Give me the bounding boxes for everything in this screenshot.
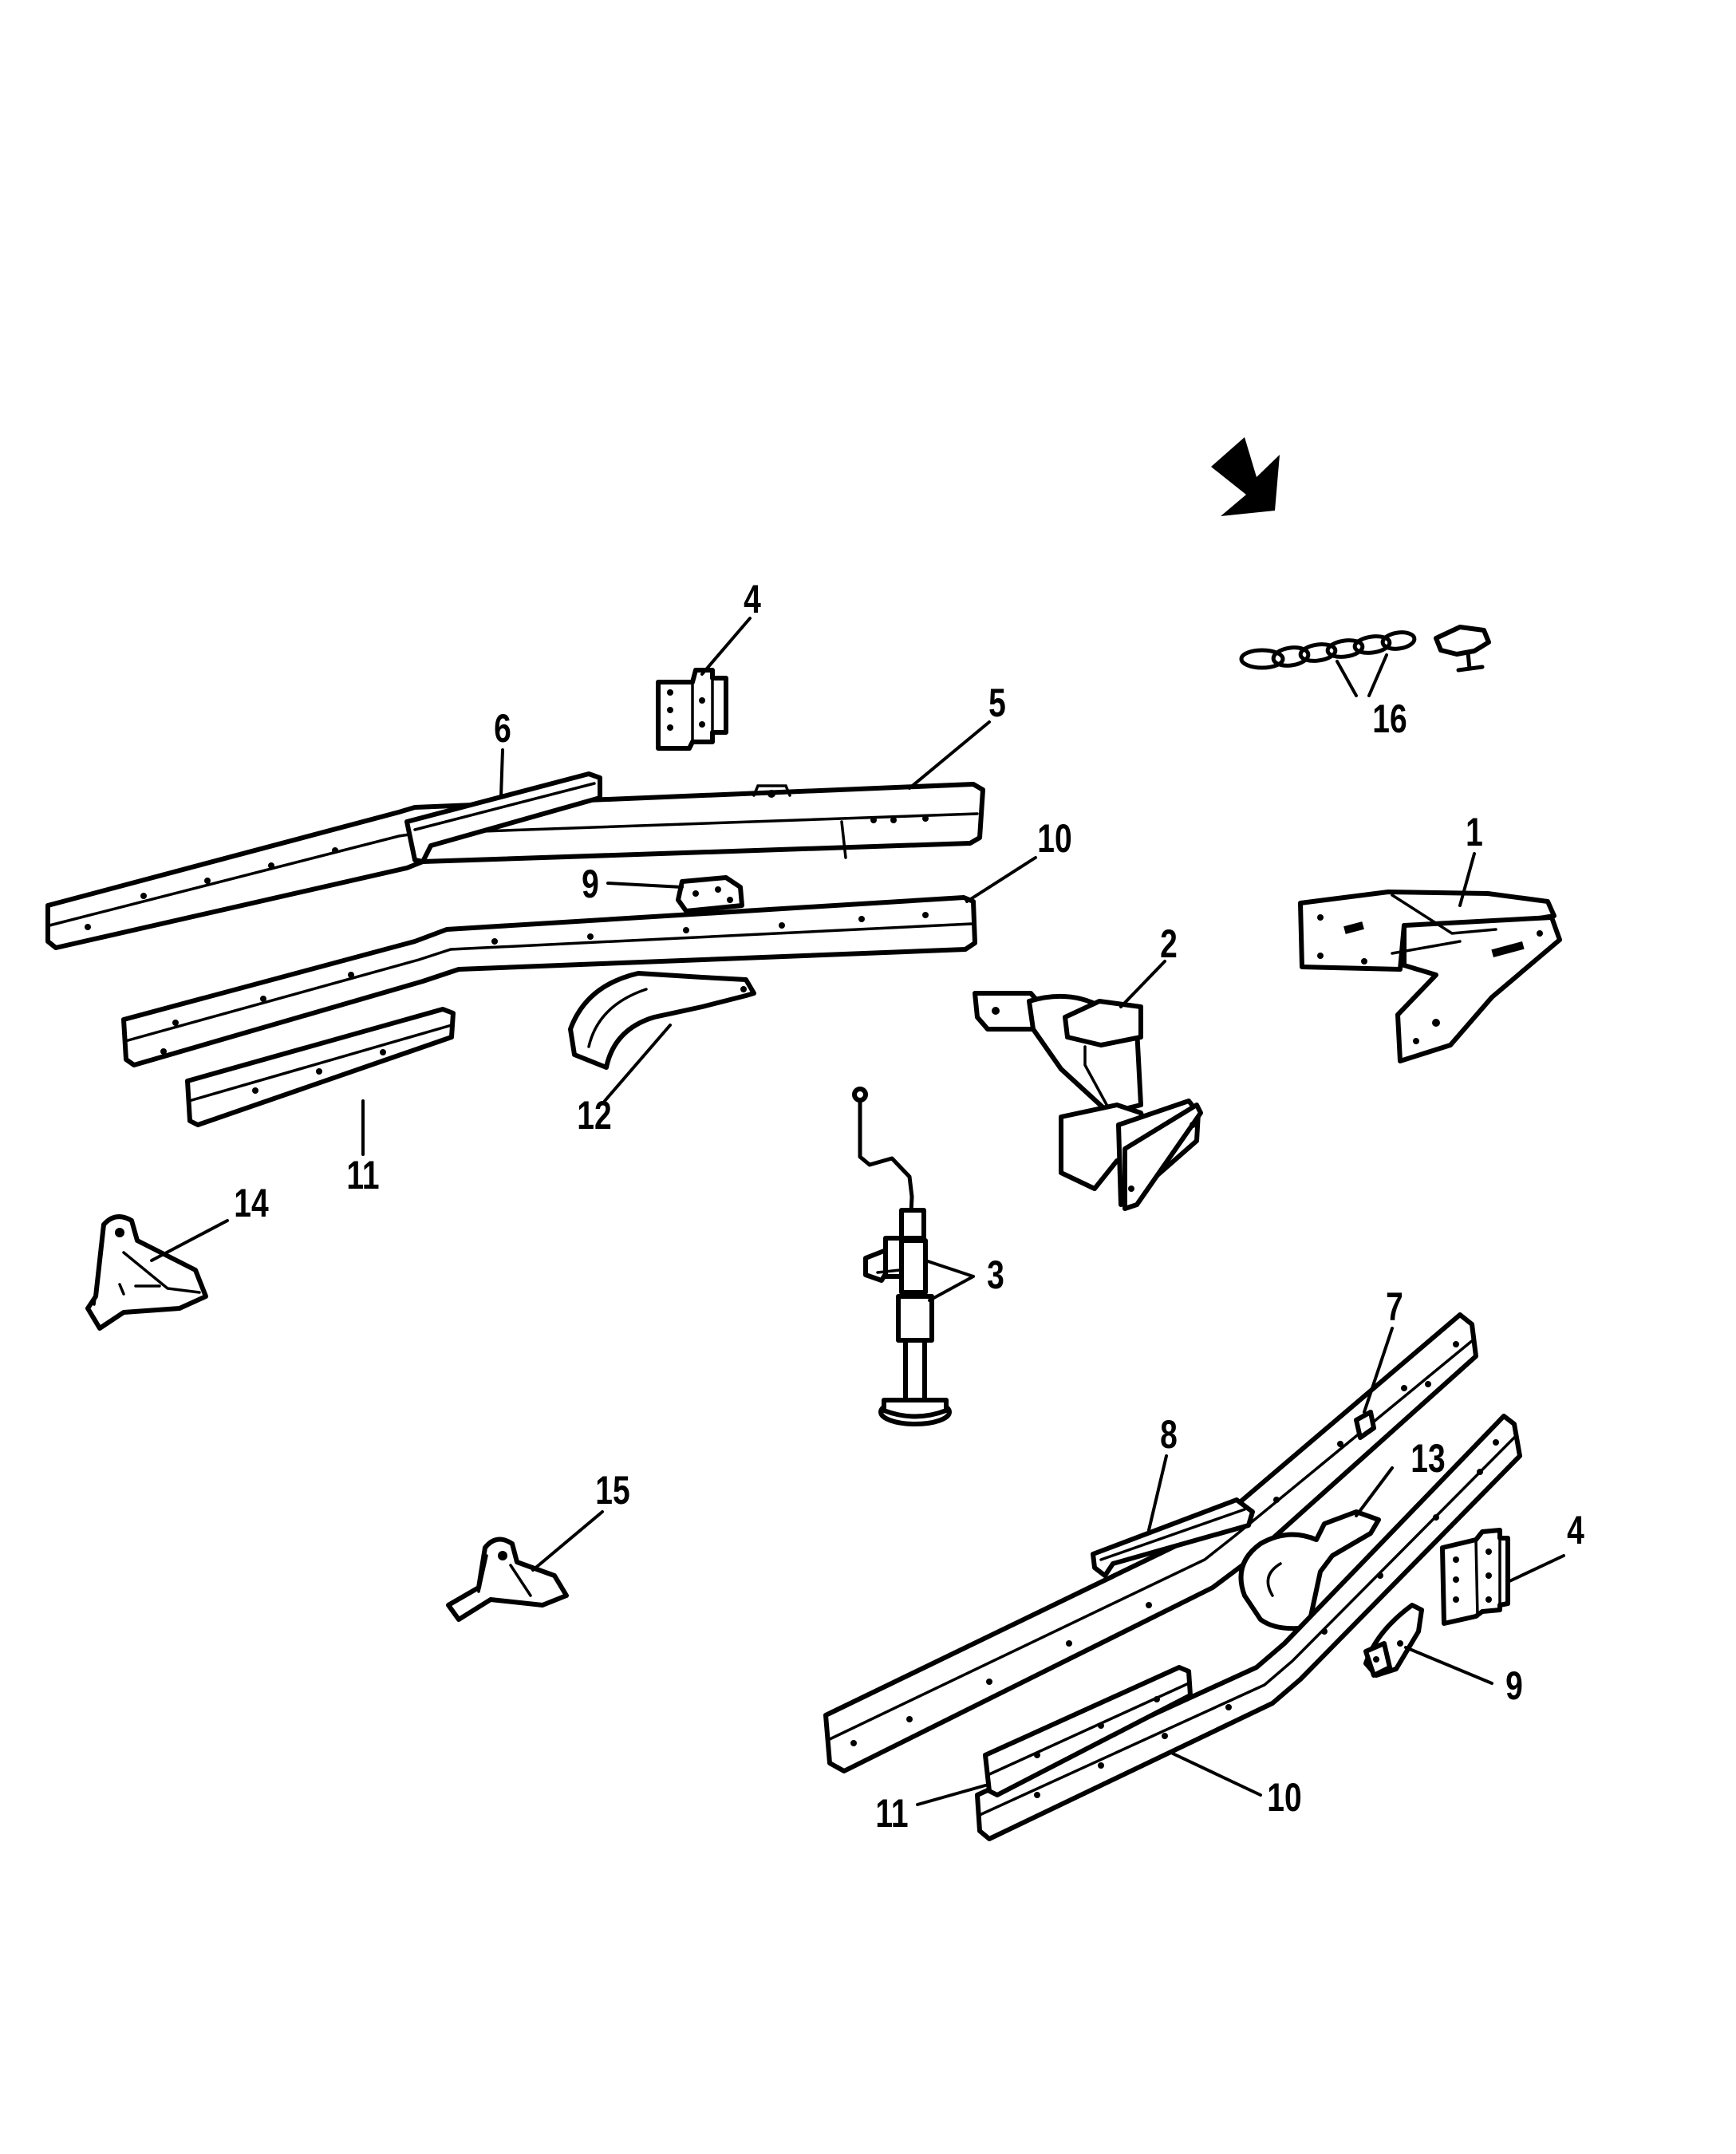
direction-arrow-icon xyxy=(1211,437,1280,516)
callout-8: 8 xyxy=(1160,1411,1178,1457)
callout-1: 1 xyxy=(1466,809,1483,854)
tongue-support xyxy=(973,960,1203,1211)
wedge-bracket-15 xyxy=(446,1510,604,1622)
callout-4-bottom: 4 xyxy=(1567,1507,1584,1552)
callout-11-top: 11 xyxy=(346,1152,379,1197)
channel-top xyxy=(185,1007,456,1156)
fender-13 xyxy=(1238,1466,1394,1631)
angle-piece-8 xyxy=(1091,1454,1255,1578)
callout-11-bottom: 11 xyxy=(875,1790,908,1836)
wedge-bracket-14 xyxy=(85,1214,229,1331)
callout-13: 13 xyxy=(1410,1435,1445,1481)
callout-9-top: 9 xyxy=(582,861,599,906)
callout-7: 7 xyxy=(1386,1284,1403,1329)
hitch-bracket xyxy=(1298,852,1562,1063)
fender xyxy=(568,971,756,1103)
channel-bottom xyxy=(916,1665,1193,1806)
callout-10-top: 10 xyxy=(1037,815,1071,861)
callout-14: 14 xyxy=(234,1180,268,1225)
callout-5: 5 xyxy=(988,680,1006,725)
callout-9-bottom: 9 xyxy=(1505,1663,1523,1708)
callout-12: 12 xyxy=(577,1092,611,1138)
safety-chain xyxy=(1239,625,1491,697)
callout-6: 6 xyxy=(494,705,511,751)
callout-4-top: 4 xyxy=(744,576,761,621)
callout-16: 16 xyxy=(1372,696,1407,741)
lower-frame-rail-top xyxy=(121,856,1037,1067)
upper-frame-rail xyxy=(45,720,991,950)
callout-10-bottom: 10 xyxy=(1267,1774,1301,1820)
jack xyxy=(852,1087,975,1426)
callout-3: 3 xyxy=(987,1252,1004,1297)
callout-15: 15 xyxy=(595,1467,629,1513)
callout-2: 2 xyxy=(1160,921,1178,966)
hinge-plate-bottom xyxy=(1440,1528,1565,1626)
bracket-9-bottom xyxy=(1363,1603,1493,1685)
hinge-plate-top xyxy=(656,617,752,751)
